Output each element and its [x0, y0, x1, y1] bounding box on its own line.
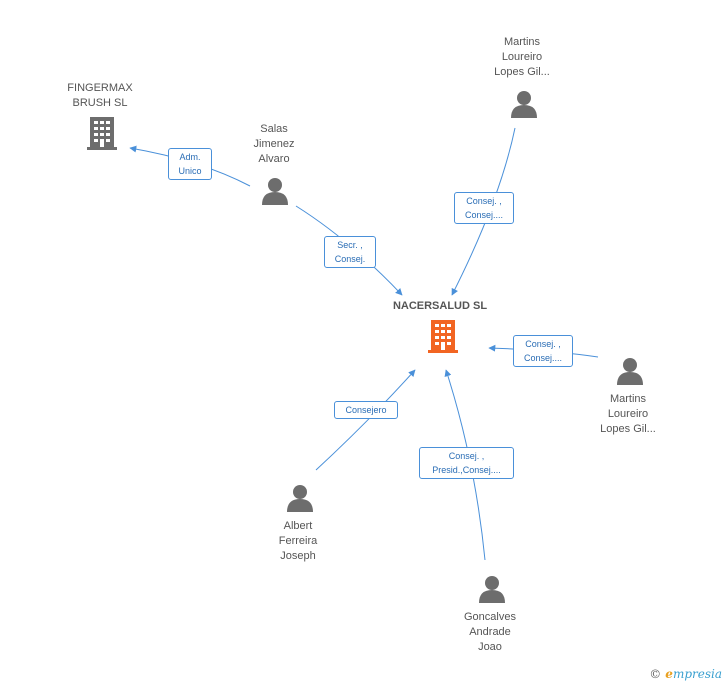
person-icon — [287, 485, 313, 512]
center-building-icon — [428, 320, 458, 353]
edge-albert-nacersalud — [315, 369, 416, 471]
edge-label-secr-consej[interactable]: Secr. , Consej. — [324, 236, 376, 268]
node-label-martins-top[interactable]: Martins Loureiro Lopes Gil... — [494, 36, 550, 78]
person-icon — [479, 576, 505, 603]
edge-label-consej-top[interactable]: Consej. , Consej.... — [454, 192, 514, 224]
edge-label-presid[interactable]: Consej. , Presid.,Consej.... — [419, 447, 514, 479]
person-icon — [617, 358, 643, 385]
node-label-albert[interactable]: Albert Ferreira Joseph — [278, 520, 318, 562]
edge-label-adm-unico[interactable]: Adm. Unico — [168, 148, 212, 180]
node-label-fingermax[interactable]: FINGERMAX BRUSH SL — [67, 82, 133, 109]
node-label-martins-right[interactable]: Martins Loureiro Lopes Gil... — [600, 393, 656, 435]
person-icon — [262, 178, 288, 205]
node-label-nacersalud[interactable]: NACERSALUD SL — [392, 300, 488, 312]
copyright-icon: © — [649, 667, 662, 681]
edge-label-consej-right[interactable]: Consej. , Consej.... — [513, 335, 573, 367]
node-label-goncalves[interactable]: Goncalves Andrade Joao — [464, 611, 516, 653]
edge-label-consejero[interactable]: Consejero — [334, 401, 398, 419]
building-icon — [87, 117, 117, 150]
brand-logo: ©empresia — [649, 667, 722, 681]
node-label-salas[interactable]: Salas Jimenez Alvaro — [253, 123, 295, 165]
person-icon — [511, 91, 537, 118]
